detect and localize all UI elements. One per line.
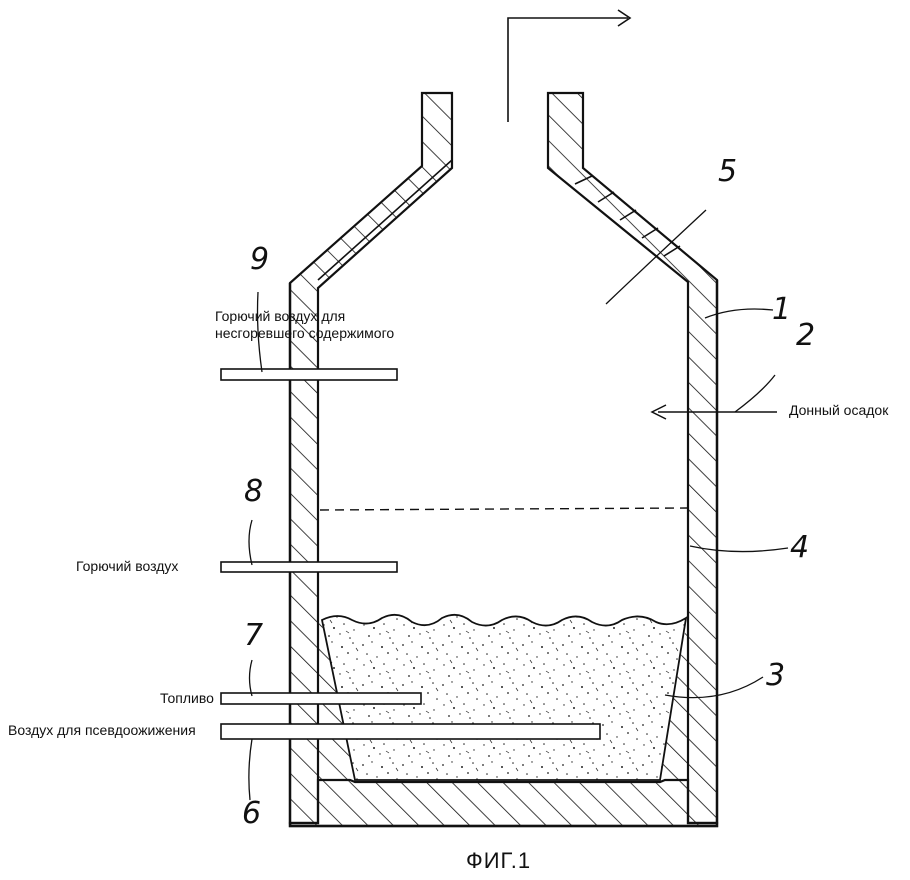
ref-number-1: 1 — [772, 292, 792, 327]
ref-number-7: 7 — [244, 618, 264, 653]
nozzle-6 — [220, 723, 601, 740]
label-fluidizing-air: Воздух для псевдоожижения — [8, 722, 196, 738]
label-combustible-air-unburned: Горючий воздух для несгоревшего содержим… — [215, 308, 395, 341]
ref-number-4: 4 — [790, 530, 810, 565]
label-bottom-sediment: Донный осадок — [789, 402, 889, 418]
left-lining-line — [317, 159, 453, 281]
nozzle-7 — [220, 692, 422, 705]
label-fuel: Топливо — [160, 690, 214, 706]
exhaust-arrow — [507, 17, 628, 122]
ref-number-5: 5 — [718, 154, 738, 189]
ref-number-8: 8 — [244, 474, 264, 509]
ref-number-2: 2 — [796, 318, 816, 353]
freeboard-dashed-line — [319, 507, 689, 511]
right-diagonal-segments — [574, 175, 681, 257]
figure-caption: ФИГ.1 — [466, 848, 532, 873]
label-combustible-air: Горючий воздух — [76, 558, 179, 574]
nozzle-9 — [220, 368, 398, 381]
ref-number-6: 6 — [242, 796, 262, 831]
nozzle-8 — [220, 561, 398, 573]
furnace-floor — [288, 778, 719, 828]
leader-lines — [248, 209, 789, 801]
ref-number-3: 3 — [766, 658, 786, 693]
ref-number-9: 9 — [250, 242, 270, 277]
